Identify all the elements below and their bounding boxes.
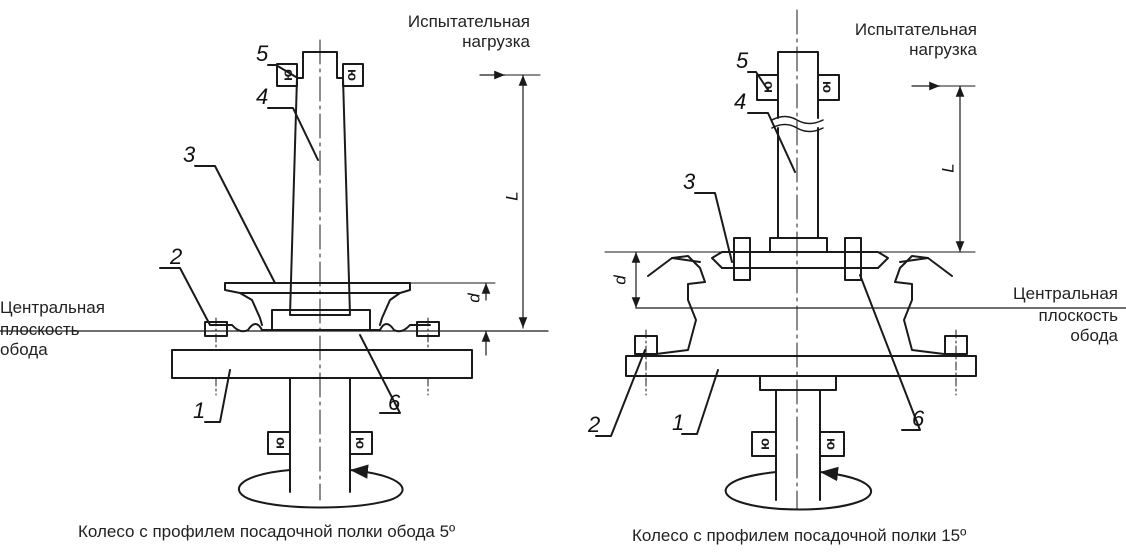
- left-lower-gauge-left: [267, 431, 291, 455]
- left-rim-profile: [209, 323, 431, 333]
- left-test-bar: [289, 51, 351, 316]
- left-plane-label: Центральная плоскость обода: [0, 298, 105, 360]
- right-rotation-arrow: [724, 466, 872, 511]
- right-load-label-line1: Испытательная: [854, 20, 977, 39]
- right-lower-gauge-left: [751, 431, 777, 457]
- left-lower-gauge-right: [349, 431, 373, 455]
- right-load-label: Испытательная нагрузка: [800, 20, 977, 60]
- left-gauge-glyph-top-l: ю: [279, 69, 295, 81]
- right-strain-gauge-right: [817, 74, 840, 101]
- left-gauge-glyph-bot-r: ю: [353, 437, 369, 449]
- right-leader-6: [859, 274, 921, 431]
- left-gauge-glyph-top-r: ю: [345, 69, 361, 81]
- right-rim-profile: [639, 255, 961, 357]
- right-hub-bolt-left: [733, 237, 751, 281]
- right-load-label-line2: нагрузка: [909, 40, 977, 59]
- right-gauge-glyph-top-r: ю: [820, 81, 836, 93]
- right-hub-block: [769, 237, 828, 253]
- left-hub-block: [271, 309, 371, 331]
- left-callout-3: 3: [183, 142, 196, 167]
- left-load-label: Испытательная нагрузка: [360, 12, 530, 52]
- right-plane-label-line1: Центральная: [1013, 284, 1118, 303]
- left-strain-gauge-left: [276, 63, 298, 87]
- left-plane-label-line1: Центральная: [0, 298, 105, 317]
- right-test-bar: [777, 51, 819, 239]
- left-strain-gauge-right: [342, 63, 364, 87]
- right-leader-5: [747, 71, 769, 91]
- right-hub-bolt-right: [844, 237, 862, 281]
- right-leader-2: [595, 349, 646, 437]
- left-leader-6: [359, 334, 401, 414]
- left-dim-L: L: [502, 191, 522, 201]
- left-leader-4: [267, 107, 319, 161]
- right-plane-label-line2: плоскость: [1038, 306, 1119, 325]
- right-gauge-glyph-bot-l: ю: [756, 438, 772, 450]
- left-caption: Колесо с профилем посадочной полки обода…: [78, 522, 456, 541]
- right-plane-label: Центральная плоскость обода: [966, 284, 1118, 346]
- left-callout-4: 4: [256, 84, 269, 109]
- right-callout-4: 4: [734, 89, 747, 114]
- right-strain-gauge-left: [756, 74, 779, 101]
- right-leader-3: [694, 192, 733, 263]
- left-plane-label-line3: обода: [0, 340, 48, 359]
- left-leader-2: [159, 267, 211, 326]
- left-callout-1: 1: [193, 398, 206, 423]
- right-gauge-glyph-top-l: ю: [759, 81, 775, 93]
- right-callout-3: 3: [683, 169, 696, 194]
- right-caption: Колесо с профилем посадочной полки 15º: [632, 526, 967, 545]
- right-gauge-glyph-bot-r: ю: [824, 438, 840, 450]
- left-dim-d: d: [464, 293, 484, 303]
- left-callout-6: 6: [388, 390, 401, 415]
- left-callout-5: 5: [256, 41, 269, 66]
- right-callout-2: 2: [588, 412, 601, 437]
- left-disc-profile: [239, 292, 401, 326]
- right-leader-1: [681, 369, 719, 435]
- right-plane-label-line3: обода: [1070, 326, 1118, 345]
- right-callout-6: 6: [912, 406, 925, 431]
- right-shaft-break: [771, 115, 824, 133]
- right-callout-5: 5: [736, 48, 749, 73]
- left-figure: [0, 39, 549, 509]
- left-callout-2: 2: [170, 244, 183, 269]
- left-base-plate: [171, 349, 473, 379]
- left-leader-5: [267, 64, 297, 78]
- right-dim-d: d: [610, 275, 630, 285]
- right-lower-gauge-right: [819, 431, 845, 457]
- left-hub-flange: [224, 282, 411, 294]
- left-load-label-line2: нагрузка: [462, 32, 530, 51]
- right-leader-4: [747, 112, 796, 173]
- left-load-label-line1: Испытательная: [407, 12, 530, 31]
- left-plane-label-line2: плоскость: [0, 320, 80, 339]
- right-base-plate: [625, 355, 977, 377]
- left-gauge-glyph-bot-l: ю: [271, 437, 287, 449]
- left-leader-1: [204, 369, 231, 423]
- right-callout-1: 1: [672, 410, 685, 435]
- left-leader-3: [194, 165, 276, 284]
- left-rotation-arrow: [238, 464, 404, 509]
- right-figure: [595, 9, 1126, 511]
- right-dim-L: L: [938, 163, 958, 173]
